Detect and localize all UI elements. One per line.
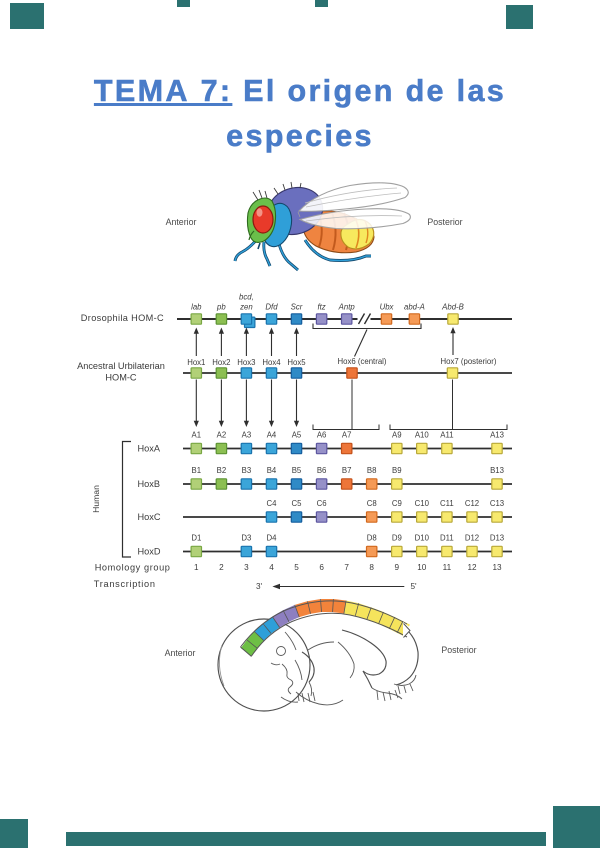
svg-text:Hox2: Hox2 xyxy=(212,358,230,367)
svg-text:B7: B7 xyxy=(342,466,352,475)
svg-text:D12: D12 xyxy=(465,533,479,542)
svg-text:Hox4: Hox4 xyxy=(262,358,281,367)
svg-text:A1: A1 xyxy=(192,431,202,440)
svg-text:A11: A11 xyxy=(440,431,453,440)
svg-text:C4: C4 xyxy=(267,499,278,508)
svg-text:D13: D13 xyxy=(490,533,504,542)
svg-text:C13: C13 xyxy=(490,499,504,508)
svg-text:Drosophila HOM-C: Drosophila HOM-C xyxy=(81,313,164,323)
svg-text:C6: C6 xyxy=(317,499,327,508)
svg-text:A5: A5 xyxy=(292,431,302,440)
svg-text:Dfd: Dfd xyxy=(265,303,278,312)
svg-text:A6: A6 xyxy=(317,431,327,440)
svg-text:D9: D9 xyxy=(392,533,402,542)
svg-text:B5: B5 xyxy=(292,466,302,475)
svg-text:A9: A9 xyxy=(392,431,402,440)
svg-text:5': 5' xyxy=(410,582,417,591)
svg-text:13: 13 xyxy=(492,563,502,572)
svg-text:HOM-C: HOM-C xyxy=(105,373,136,383)
svg-text:Ancestral Urbilaterian: Ancestral Urbilaterian xyxy=(77,361,165,371)
svg-text:HoxA: HoxA xyxy=(138,444,161,454)
svg-text:10: 10 xyxy=(417,563,427,572)
svg-text:C10: C10 xyxy=(415,499,430,508)
svg-text:Anterior: Anterior xyxy=(165,648,196,658)
svg-text:D4: D4 xyxy=(267,533,278,542)
svg-text:bcd,: bcd, xyxy=(239,293,254,302)
svg-text:Abd-B: Abd-B xyxy=(441,303,464,312)
svg-text:D10: D10 xyxy=(415,533,430,542)
svg-text:Posterior: Posterior xyxy=(441,645,476,655)
svg-text:8: 8 xyxy=(369,563,374,572)
svg-text:D1: D1 xyxy=(191,533,201,542)
svg-text:abd-A: abd-A xyxy=(404,303,425,312)
svg-text:C11: C11 xyxy=(440,499,454,508)
svg-text:B8: B8 xyxy=(367,466,377,475)
svg-text:B6: B6 xyxy=(317,466,327,475)
svg-text:A2: A2 xyxy=(217,431,227,440)
svg-text:Hox6 (central): Hox6 (central) xyxy=(338,357,387,366)
svg-text:B2: B2 xyxy=(217,466,227,475)
svg-text:lab: lab xyxy=(191,303,202,312)
svg-text:12: 12 xyxy=(467,563,477,572)
svg-text:Homology group: Homology group xyxy=(95,563,171,573)
svg-text:5: 5 xyxy=(294,563,299,572)
svg-text:Ubx: Ubx xyxy=(380,303,395,312)
svg-text:4: 4 xyxy=(269,563,274,572)
svg-text:Transcription: Transcription xyxy=(94,579,156,589)
svg-text:D11: D11 xyxy=(440,533,454,542)
svg-text:A13: A13 xyxy=(490,431,504,440)
svg-text:2: 2 xyxy=(219,563,224,572)
svg-text:ftz: ftz xyxy=(317,303,325,312)
svg-text:A7: A7 xyxy=(342,431,352,440)
svg-text:C8: C8 xyxy=(367,499,377,508)
svg-text:Hox5: Hox5 xyxy=(287,358,306,367)
svg-text:HoxB: HoxB xyxy=(138,479,160,489)
svg-text:pb: pb xyxy=(216,303,226,312)
svg-text:Human: Human xyxy=(91,485,101,513)
svg-text:B1: B1 xyxy=(192,466,202,475)
svg-text:3: 3 xyxy=(244,563,249,572)
svg-text:Scr: Scr xyxy=(291,303,303,312)
svg-text:Hox7 (posterior): Hox7 (posterior) xyxy=(441,357,497,366)
svg-text:C9: C9 xyxy=(392,499,402,508)
svg-text:9: 9 xyxy=(395,563,400,572)
svg-text:zen: zen xyxy=(239,303,253,312)
svg-text:Hox3: Hox3 xyxy=(237,358,255,367)
svg-text:C12: C12 xyxy=(465,499,479,508)
svg-text:6: 6 xyxy=(319,563,324,572)
svg-text:Hox1: Hox1 xyxy=(187,358,205,367)
svg-text:D3: D3 xyxy=(241,533,251,542)
svg-text:Anterior: Anterior xyxy=(166,217,197,227)
svg-text:3': 3' xyxy=(256,582,263,591)
svg-text:B4: B4 xyxy=(267,466,277,475)
svg-text:11: 11 xyxy=(443,563,452,572)
svg-text:1: 1 xyxy=(194,563,199,572)
svg-text:HoxC: HoxC xyxy=(138,512,161,522)
svg-text:HoxD: HoxD xyxy=(138,547,161,557)
svg-text:D8: D8 xyxy=(367,533,377,542)
svg-text:B9: B9 xyxy=(392,466,402,475)
svg-text:A3: A3 xyxy=(242,431,252,440)
svg-text:B13: B13 xyxy=(490,466,504,475)
svg-text:Antp: Antp xyxy=(338,303,356,312)
svg-text:7: 7 xyxy=(344,563,349,572)
svg-text:B3: B3 xyxy=(242,466,252,475)
svg-text:A10: A10 xyxy=(415,431,430,440)
svg-text:Posterior: Posterior xyxy=(427,217,462,227)
svg-text:A4: A4 xyxy=(267,431,277,440)
svg-text:C5: C5 xyxy=(292,499,303,508)
